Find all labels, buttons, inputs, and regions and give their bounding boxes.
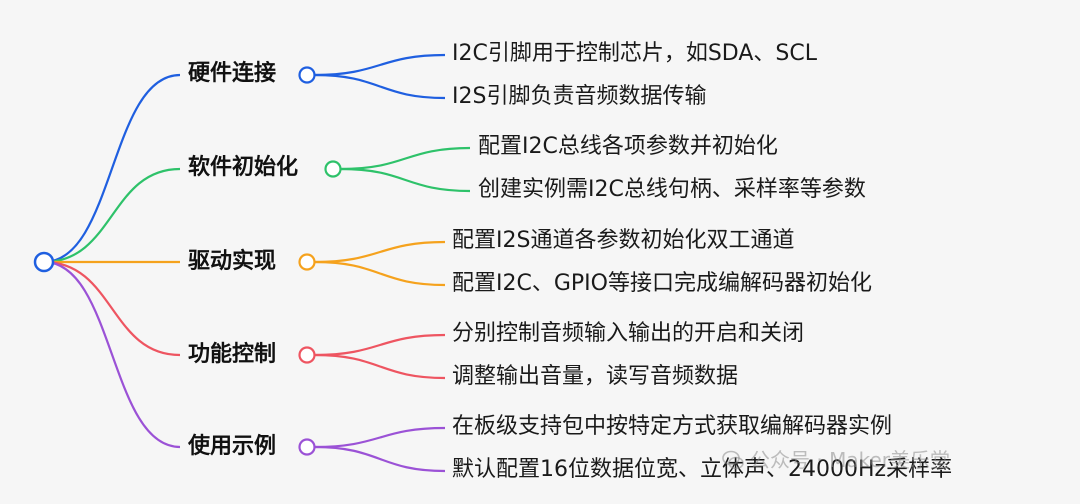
branch-label-hardware: 硬件连接: [188, 61, 277, 86]
leaf-hardware-2: I2S引脚负责音频数据传输: [452, 84, 707, 109]
branch-node-software-init: [324, 160, 342, 178]
watermark: 公众号 · Maker美乐堂: [722, 446, 950, 474]
leaf-usage-1: 在板级支持包中按特定方式获取编解码器实例: [452, 414, 893, 439]
connector-driver-leaf-1: [314, 240, 446, 264]
connector-hardware-leaf-1: [314, 53, 446, 77]
connector-root-hardware: [43, 73, 181, 264]
connector-function-control-leaf-2: [314, 353, 446, 380]
connector-usage-example-leaf-2: [314, 445, 446, 473]
leaf-function-2: 调整输出音量，读写音频数据: [452, 364, 739, 389]
watermark-text: 公众号 · Maker美乐堂: [750, 448, 950, 472]
leaf-software-1: 配置I2C总线各项参数并初始化: [478, 134, 778, 159]
connector-hardware-leaf-2: [314, 73, 446, 100]
branch-node-driver: [298, 253, 316, 271]
leaf-function-1: 分别控制音频输入输出的开启和关闭: [452, 321, 805, 346]
wechat-icon: [722, 450, 744, 470]
leaf-hardware-1: I2C引脚用于控制芯片，如SDA、SCL: [452, 41, 817, 66]
leaf-usage-2: 默认配置16位数据位宽、立体声、24000Hz采样率: [452, 457, 953, 482]
leaf-driver-1: 配置I2S通道各参数初始化双工通道: [452, 228, 795, 253]
leaf-driver-2: 配置I2C、GPIO等接口完成编解码器初始化: [452, 271, 872, 296]
branch-label-driver: 驱动实现: [188, 249, 277, 274]
branch-node-usage-example: [298, 438, 316, 456]
branch-label-software-init: 软件初始化: [188, 155, 299, 180]
branch-node-hardware: [298, 66, 316, 84]
connector-software-init-leaf-1: [340, 146, 471, 171]
connector-root-function-control: [43, 260, 181, 357]
root-node-circle: [33, 251, 55, 273]
connector-driver-leaf-2: [314, 260, 446, 287]
connector-software-init-leaf-2: [340, 167, 471, 193]
leaf-software-2: 创建实例需I2C总线句柄、采样率等参数: [478, 177, 866, 202]
connector-root-software-init: [43, 167, 181, 264]
connector-usage-example-leaf-1: [314, 426, 446, 449]
branch-label-usage-example: 使用示例: [188, 434, 277, 459]
branch-label-function-control: 功能控制: [188, 342, 277, 367]
branch-node-function-control: [298, 346, 316, 364]
connector-function-control-leaf-1: [314, 333, 446, 357]
connector-root-usage-example: [43, 260, 181, 449]
